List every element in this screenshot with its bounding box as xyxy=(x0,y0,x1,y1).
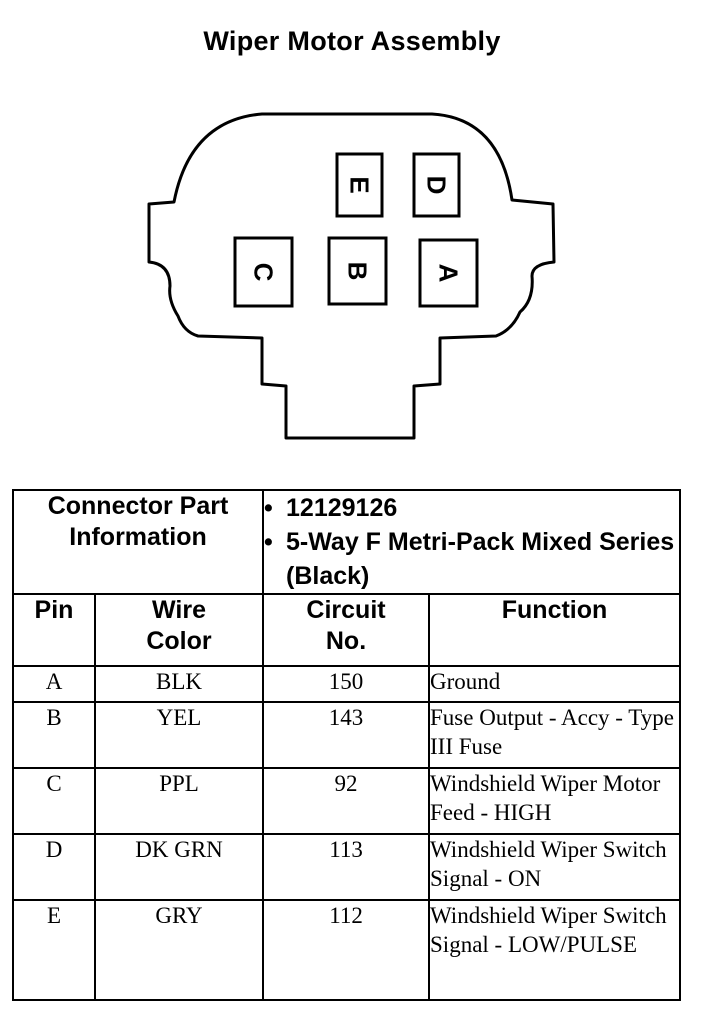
function-cell: Ground xyxy=(428,665,682,703)
wire-color-cell: BLK xyxy=(93,665,265,703)
circuit-cell: 143 xyxy=(262,701,431,769)
table-row: A BLK 150 Ground xyxy=(12,665,682,703)
connector-info-table: Connector Part Information •12129126 •5-… xyxy=(11,489,682,1001)
table-row: E GRY 112 Windshield Wiper Switch Signal… xyxy=(12,899,682,1001)
circuit-cell: 92 xyxy=(262,767,431,835)
pin-cell: A xyxy=(12,665,96,703)
table-row: B YEL 143 Fuse Output - Accy - Type III … xyxy=(12,701,682,769)
header-circuit-no: Circuit No. xyxy=(262,593,431,667)
column-header-row: Pin Wire Color Circuit No. Function xyxy=(12,593,682,667)
part-info-row: Connector Part Information •12129126 •5-… xyxy=(11,489,682,595)
pin-cell: D xyxy=(12,833,96,901)
circuit-cell: 112 xyxy=(262,899,431,1001)
pin-e-cavity: E xyxy=(335,152,384,218)
pin-b-cavity: B xyxy=(327,236,388,306)
pin-d-label: D xyxy=(422,176,452,195)
pin-a-label: A xyxy=(434,264,464,283)
header-pin: Pin xyxy=(12,593,96,667)
pin-cell: C xyxy=(12,767,96,835)
wire-color-cell: PPL xyxy=(93,767,265,835)
table-row: D DK GRN 113 Windshield Wiper Switch Sig… xyxy=(12,833,682,901)
connector-face-diagram: E D C B A xyxy=(147,112,556,440)
pin-b-label: B xyxy=(343,262,373,281)
connector-part-info-label: Connector Part Information xyxy=(11,489,265,595)
pin-cell: E xyxy=(12,899,96,1001)
part-number: •12129126 xyxy=(264,494,398,522)
pin-cell: B xyxy=(12,701,96,769)
circuit-cell: 150 xyxy=(262,665,431,703)
part-info-values: •12129126 •5-Way F Metri-Pack Mixed Seri… xyxy=(262,489,682,595)
pin-c-label: C xyxy=(249,263,279,282)
pin-c-cavity: C xyxy=(233,236,294,308)
function-cell: Fuse Output - Accy - Type III Fuse xyxy=(428,701,682,769)
header-wire-color: Wire Color xyxy=(93,593,265,667)
pin-e-label: E xyxy=(345,176,375,193)
wire-color-cell: DK GRN xyxy=(93,833,265,901)
pin-d-cavity: D xyxy=(412,152,461,218)
part-description: •5-Way F Metri-Pack Mixed Series (Black) xyxy=(264,528,675,590)
function-cell: Windshield Wiper Switch Signal - ON xyxy=(428,833,682,901)
wire-color-cell: GRY xyxy=(93,899,265,1001)
table-row: C PPL 92 Windshield Wiper Motor Feed - H… xyxy=(12,767,682,835)
header-function: Function xyxy=(428,593,682,667)
diagram-title: Wiper Motor Assembly xyxy=(203,26,501,56)
circuit-cell: 113 xyxy=(262,833,431,901)
function-cell: Windshield Wiper Switch Signal - LOW/PUL… xyxy=(428,899,682,1001)
connector-outline xyxy=(147,112,556,440)
function-cell: Windshield Wiper Motor Feed - HIGH xyxy=(428,767,682,835)
wire-color-cell: YEL xyxy=(93,701,265,769)
pin-a-cavity: A xyxy=(418,238,479,308)
